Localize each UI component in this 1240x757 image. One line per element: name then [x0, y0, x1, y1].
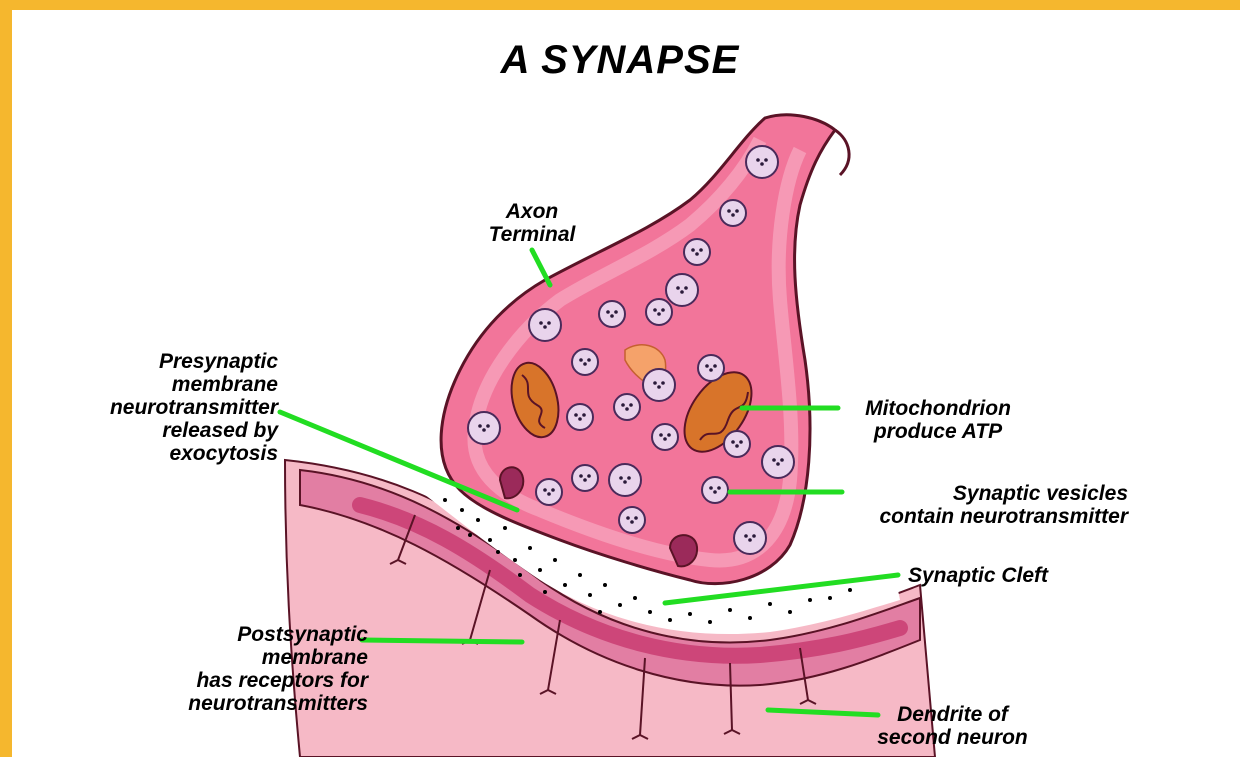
neurotransmitter-dot [668, 618, 672, 622]
synaptic-vesicle [684, 239, 710, 265]
synaptic-vesicle [529, 309, 561, 341]
synaptic-vesicle [652, 424, 678, 450]
synaptic-vesicle [599, 301, 625, 327]
dendrite-label: Dendrite of second neuron [860, 703, 1045, 749]
neurotransmitter-dot [496, 550, 500, 554]
neurotransmitter-dot [808, 598, 812, 602]
synaptic-vesicle [746, 146, 778, 178]
neurotransmitter-dot [468, 533, 472, 537]
neurotransmitter-dot [708, 620, 712, 624]
neurotransmitter-dot [488, 538, 492, 542]
neurotransmitter-dot [788, 610, 792, 614]
neurotransmitter-dot [598, 610, 602, 614]
neurotransmitter-dot [768, 602, 772, 606]
neurotransmitter-dot [748, 616, 752, 620]
synaptic-vesicle [614, 394, 640, 420]
vesicles-label: Synaptic vesicles contain neurotransmitt… [840, 482, 1128, 528]
neurotransmitter-dot [648, 610, 652, 614]
synaptic-vesicle [666, 274, 698, 306]
synaptic-vesicle [702, 477, 728, 503]
synaptic-vesicle [762, 446, 794, 478]
presynaptic-label: Presynaptic membrane neurotransmitter re… [40, 350, 278, 465]
synaptic-vesicle [724, 431, 750, 457]
neurotransmitter-dot [848, 588, 852, 592]
axon-edge-line [835, 130, 849, 175]
neurotransmitter-dot [528, 546, 532, 550]
axon-terminal-pointer [532, 250, 550, 285]
synaptic-vesicle [698, 355, 724, 381]
cleft-label: Synaptic Cleft [908, 564, 1048, 587]
synaptic-vesicle [572, 465, 598, 491]
synaptic-vesicle [536, 479, 562, 505]
neurotransmitter-dot [688, 612, 692, 616]
postsynaptic-pointer [362, 640, 522, 642]
neurotransmitter-dot [603, 583, 607, 587]
neurotransmitter-dot [503, 526, 507, 530]
neurotransmitter-dot [828, 596, 832, 600]
synaptic-vesicle [572, 349, 598, 375]
postsynaptic-label: Postsynaptic membrane has receptors for … [130, 623, 368, 715]
neurotransmitter-dot [443, 498, 447, 502]
neurotransmitter-dot [518, 573, 522, 577]
neurotransmitter-dot [543, 590, 547, 594]
synaptic-vesicle [468, 412, 500, 444]
neurotransmitter-dot [538, 568, 542, 572]
synaptic-vesicle [646, 299, 672, 325]
neurotransmitter-dot [618, 603, 622, 607]
neurotransmitter-dot [460, 508, 464, 512]
neurotransmitter-dot [563, 583, 567, 587]
synaptic-vesicle [734, 522, 766, 554]
neurotransmitter-dot [728, 608, 732, 612]
neurotransmitter-dot [476, 518, 480, 522]
mitochondrion-label: Mitochondrion produce ATP [838, 397, 1038, 443]
neurotransmitter-dot [633, 596, 637, 600]
synaptic-vesicle [720, 200, 746, 226]
synaptic-vesicle [567, 404, 593, 430]
neurotransmitter-dot [513, 558, 517, 562]
neurotransmitter-dot [456, 526, 460, 530]
axon-terminal-label: Axon Terminal [462, 200, 602, 246]
neurotransmitter-dot [588, 593, 592, 597]
synaptic-vesicle [619, 507, 645, 533]
neurotransmitter-dot [578, 573, 582, 577]
synaptic-vesicle [609, 464, 641, 496]
neurotransmitter-dot [553, 558, 557, 562]
synaptic-vesicle [643, 369, 675, 401]
